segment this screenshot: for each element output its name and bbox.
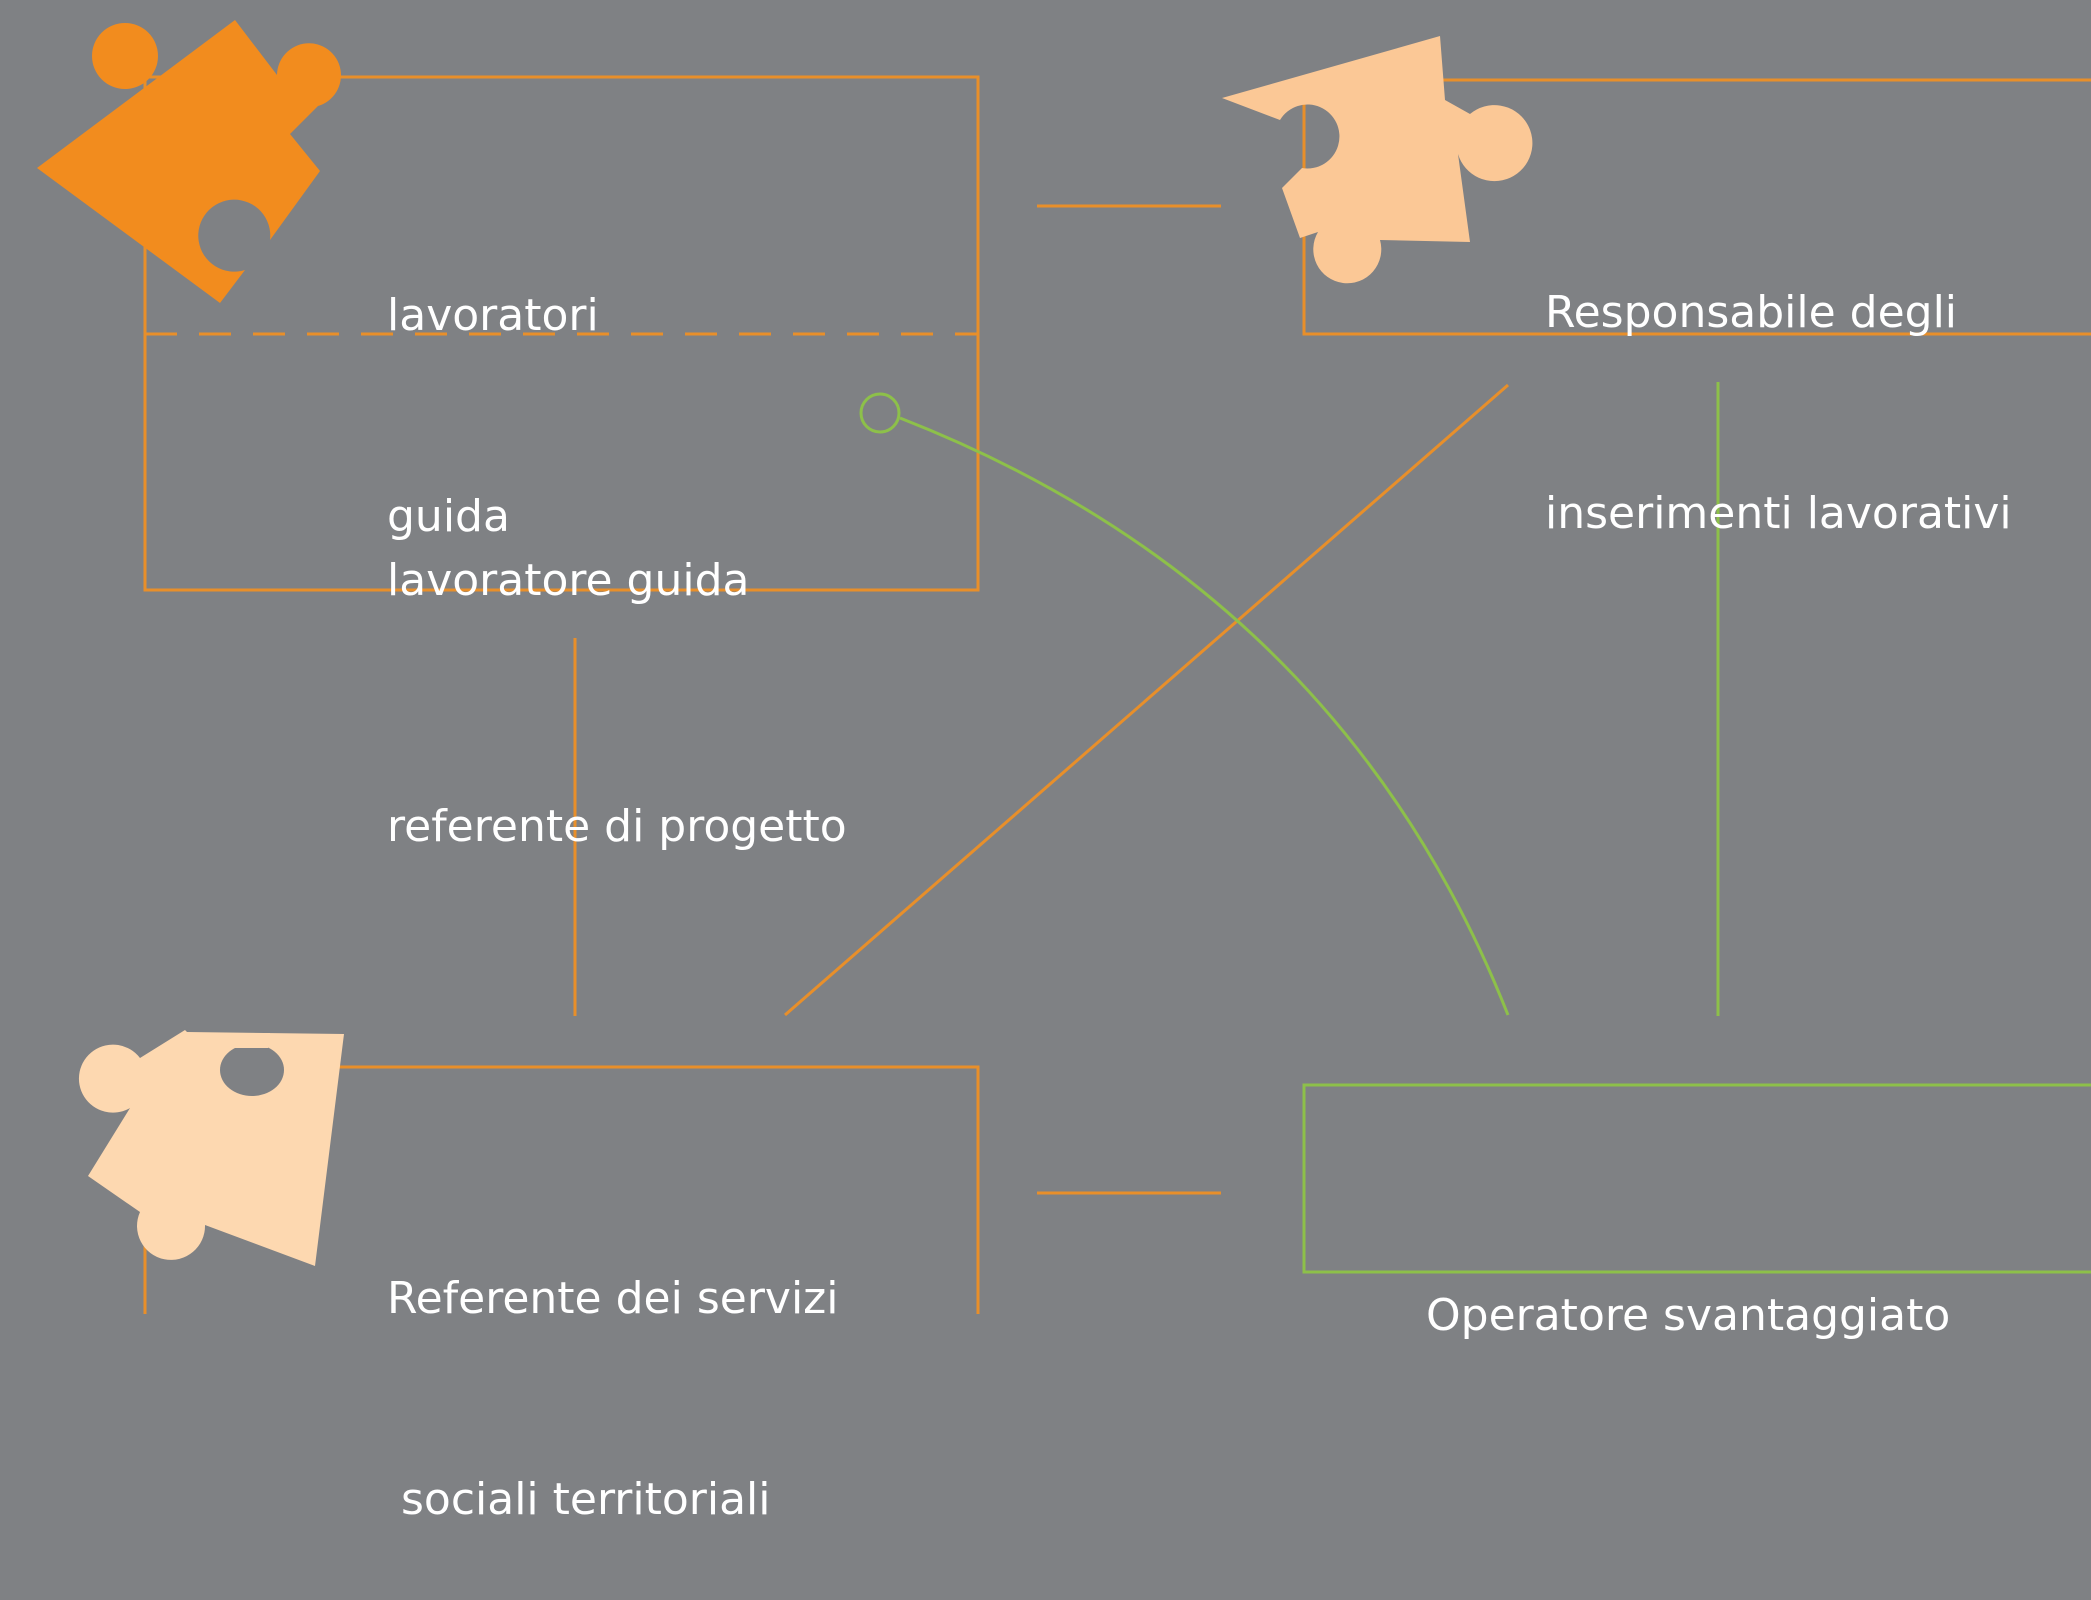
referente-servizi-line2: sociali territoriali (387, 1474, 771, 1525)
lavoratore-guida-line2: referente di progetto (387, 801, 847, 852)
responsabile-line1: Responsabile degli (1545, 287, 1958, 338)
connector-curve-start-dot (859, 392, 901, 434)
lavoratori-guida-line1: lavoratori (387, 290, 599, 341)
operatore-line1: Operatore svantaggiato (1426, 1290, 1951, 1341)
puzzle-piece-icon (78, 1030, 344, 1266)
lavoratore-guida-line1: lavoratore guida (387, 555, 750, 606)
connector-curve (899, 416, 1510, 1016)
responsabile-line2: inserimenti lavorativi (1545, 488, 2012, 539)
lavoratori-guida-line2: guida (387, 491, 510, 542)
connector-diagonal (784, 383, 1509, 1017)
stakeholder-diagram (37, 20, 2091, 1314)
puzzle-piece-icon (1222, 36, 1533, 284)
node-label-lavoratore-guida-referente: lavoratore guida referente di progetto (387, 376, 847, 950)
puzzle-piece-icon (37, 20, 341, 303)
node-label-responsabile: Responsabile degli inserimenti lavorativ… (1545, 145, 2012, 614)
referente-servizi-line1: Referente dei servizi (387, 1273, 839, 1324)
box-operatore (1302, 1083, 2091, 1274)
node-label-referente-servizi: Referente dei servizi sociali territoria… (387, 1131, 839, 1600)
node-label-operatore: Operatore svantaggiato (1426, 1148, 1950, 1416)
node-label-lavoratori-guida: lavoratori guida (387, 148, 599, 617)
